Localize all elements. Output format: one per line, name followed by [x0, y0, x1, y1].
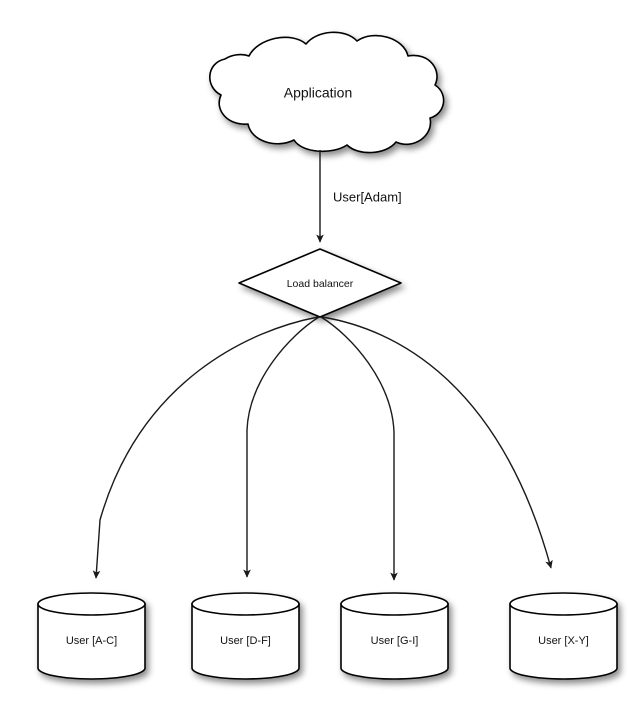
node-cylinder-user-x-y[interactable]: User [X-Y]: [509, 592, 618, 680]
cloud-label: Application: [284, 85, 353, 101]
edge-curve-2: [243, 316, 320, 578]
edge-load-balancer-to-db-d-f[interactable]: [243, 316, 320, 578]
cylinder-label-4: User [X-Y]: [538, 635, 589, 647]
cylinder-top-2: [191, 592, 300, 616]
diamond-shape: [238, 248, 402, 318]
edge-load-balancer-to-db-a-c[interactable]: [92, 316, 319, 579]
cylinder-label-2: User [D-F]: [220, 635, 271, 647]
edge-label-user-adam: User[Adam]: [333, 189, 402, 204]
node-cylinder-user-g-i[interactable]: User [G-I]: [340, 592, 449, 680]
cylinder-label-1: User [A-C]: [66, 635, 117, 647]
edge-load-balancer-to-db-x-y[interactable]: [321, 316, 553, 569]
cylinder-top-3: [340, 592, 449, 616]
cylinder-body-2: [191, 603, 300, 680]
edge-curve-1: [92, 316, 319, 579]
node-cylinder-user-d-f[interactable]: User [D-F]: [191, 592, 300, 680]
cylinder-body-4: [509, 603, 618, 680]
diamond-label: Load balancer: [287, 278, 354, 290]
edge-curve-4: [321, 316, 553, 569]
node-cylinder-user-a-c[interactable]: User [A-C]: [37, 592, 146, 680]
cylinder-body-3: [340, 603, 449, 680]
edge-load-balancer-to-db-g-i[interactable]: [320, 316, 398, 581]
cylinder-label-3: User [G-I]: [371, 635, 419, 647]
edge-curve-3: [320, 316, 398, 581]
cylinder-top-4: [509, 592, 618, 616]
cylinder-body-1: [37, 603, 146, 680]
cloud-shape: [209, 31, 445, 154]
node-diamond-load-balancer[interactable]: Load balancer: [238, 248, 402, 318]
edge-application-to-load-balancer[interactable]: User[Adam]: [316, 150, 402, 243]
cylinder-top-1: [37, 592, 146, 616]
node-cloud-application[interactable]: Application: [209, 31, 445, 154]
